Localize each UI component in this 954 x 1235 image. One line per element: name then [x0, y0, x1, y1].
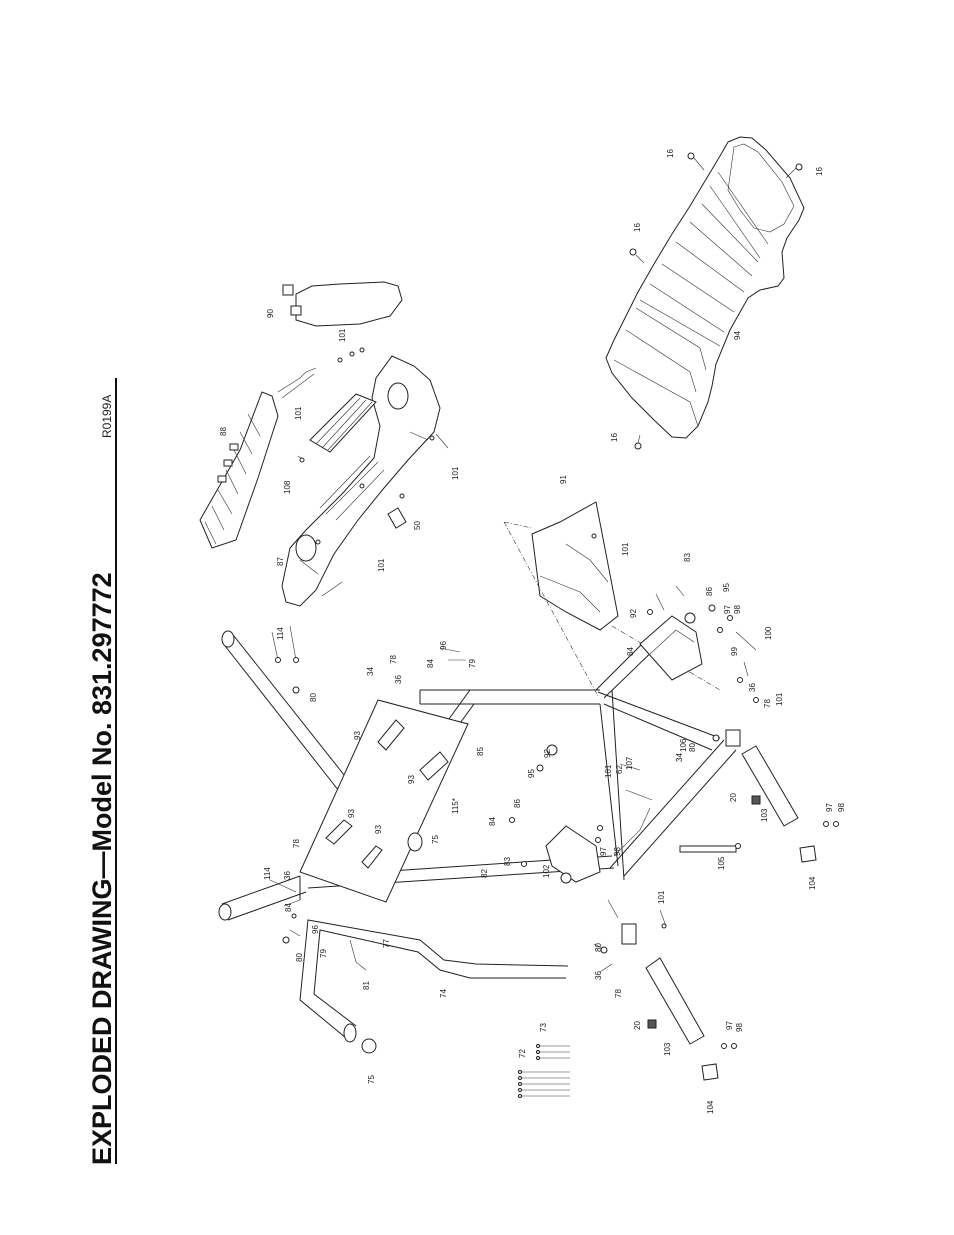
callout-97-a: 97 [723, 605, 732, 614]
callout-74: 74 [439, 989, 448, 998]
upright-frame [299, 615, 741, 945]
callout-103-b: 103 [663, 1042, 672, 1056]
callout-16-a: 16 [666, 149, 675, 158]
callout-91: 91 [559, 475, 568, 484]
callout-101-g: 101 [604, 764, 613, 778]
cover-90 [282, 281, 403, 327]
callout-106: 106 [679, 738, 688, 752]
callout-93-a: 93 [353, 731, 362, 740]
leader-lines [269, 347, 839, 1049]
callout-101-f: 101 [775, 692, 784, 706]
callout-16-d: 16 [610, 433, 619, 442]
callout-86-b: 86 [513, 799, 522, 808]
callout-83-a: 83 [683, 553, 692, 562]
callout-labels: 16 16 16 16 90 94 101 101 101 101 88 108… [219, 149, 846, 1114]
rear-legs [645, 745, 817, 1081]
callout-83-b: 83 [503, 857, 512, 866]
callout-84-c: 84 [488, 817, 497, 826]
callout-108: 108 [283, 480, 292, 494]
callout-98-a: 98 [733, 605, 742, 614]
callout-36-d: 36 [594, 971, 603, 980]
callout-101-d: 101 [377, 558, 386, 572]
callout-80-b: 80 [688, 743, 697, 752]
hardware-72-73 [518, 1044, 570, 1098]
callout-97-d: 97 [725, 1021, 734, 1030]
callout-36-b: 36 [394, 675, 403, 684]
callout-95-a: 95 [722, 583, 731, 592]
callout-36-a: 36 [748, 683, 757, 692]
callout-79-a: 79 [468, 659, 477, 668]
callout-96-b: 96 [311, 925, 320, 934]
callout-50: 50 [413, 521, 422, 530]
callout-78-b: 78 [389, 655, 398, 664]
callout-79-b: 79 [319, 949, 328, 958]
callout-102: 102 [542, 864, 551, 878]
callout-93-d: 93 [374, 825, 383, 834]
callout-104-a: 104 [808, 876, 817, 890]
callout-75-b: 75 [367, 1075, 376, 1084]
callout-97-c: 97 [825, 803, 834, 812]
callout-20-b: 20 [633, 1021, 642, 1030]
callout-107: 107 [625, 756, 634, 770]
callout-77: 77 [382, 939, 391, 948]
callout-93-b: 93 [407, 775, 416, 784]
motor-hood-94 [605, 136, 805, 450]
callout-98-b: 98 [613, 847, 622, 856]
callout-95-b: 95 [527, 769, 536, 778]
callout-62: 62 [615, 765, 624, 774]
callout-98-d: 98 [735, 1023, 744, 1032]
callout-101-e: 101 [621, 542, 630, 556]
callout-84-d: 84 [284, 903, 293, 912]
callout-101-a: 101 [338, 328, 347, 342]
callout-16-c: 16 [633, 223, 642, 232]
callout-84-b: 84 [426, 659, 435, 668]
callout-86-a: 86 [705, 587, 714, 596]
callout-34-b: 34 [675, 753, 684, 762]
console-base-87 [281, 355, 441, 607]
callout-88: 88 [219, 427, 228, 436]
shield-91 [531, 501, 619, 631]
callout-100: 100 [764, 626, 773, 640]
callout-87: 87 [276, 557, 285, 566]
callout-101-h: 101 [657, 890, 666, 904]
callout-34-a: 34 [366, 667, 375, 676]
callout-82: 82 [480, 869, 489, 878]
callout-85: 85 [476, 747, 485, 756]
callout-16-b: 16 [815, 167, 824, 176]
callout-104-b: 104 [706, 1100, 715, 1114]
panel-115 [299, 699, 469, 903]
callout-73: 73 [539, 1023, 548, 1032]
callout-96-a: 96 [439, 641, 448, 650]
callout-101-b: 101 [294, 406, 303, 420]
callout-92-a: 92 [629, 609, 638, 618]
callout-75-a: 75 [431, 835, 440, 844]
callout-114-b: 114 [263, 867, 272, 880]
title-rule [115, 378, 117, 1164]
callout-99: 99 [730, 647, 739, 656]
callout-36-c: 36 [283, 871, 292, 880]
callout-84-a: 84 [626, 647, 635, 656]
callout-78-a: 78 [763, 699, 772, 708]
callout-93-c: 93 [347, 809, 356, 818]
callout-80-d: 80 [594, 943, 603, 952]
callout-94: 94 [733, 331, 742, 340]
callout-72: 72 [518, 1049, 527, 1058]
callout-114-a: 114 [276, 627, 285, 640]
console-88 [199, 367, 317, 549]
callout-78-d: 78 [614, 989, 623, 998]
callout-78-c: 78 [292, 839, 301, 848]
callout-98-c: 98 [837, 803, 846, 812]
callout-90: 90 [266, 309, 275, 318]
callout-101-c: 101 [451, 466, 460, 480]
callout-81: 81 [362, 981, 371, 990]
callout-115: 115* [451, 798, 460, 814]
callout-105: 105 [717, 856, 726, 870]
callout-80-c: 80 [295, 953, 304, 962]
callout-92-b: 92 [543, 749, 552, 758]
callout-97-b: 97 [599, 847, 608, 856]
callout-103-a: 103 [760, 808, 769, 822]
callout-20-a: 20 [729, 793, 738, 802]
callout-80-a: 80 [309, 693, 318, 702]
